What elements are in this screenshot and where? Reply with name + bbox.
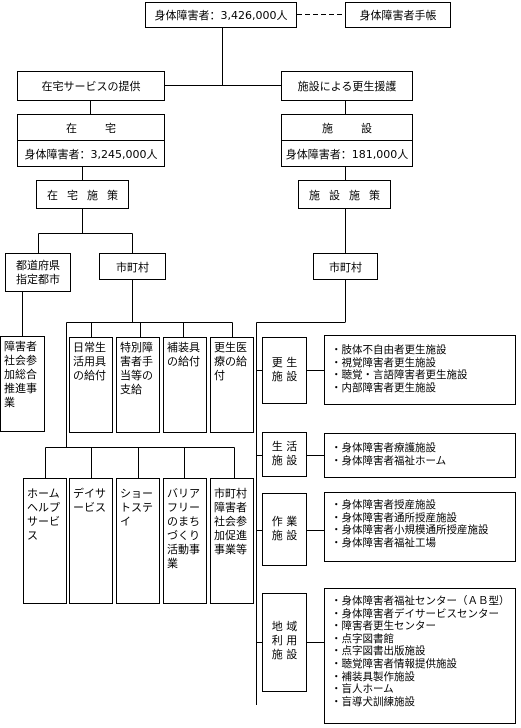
list-item: 身体障害者通所授産施設 (331, 512, 509, 525)
facility-list-rehab: 肢体不自由者更生施設 視覚障害者更生施設 聴覚・言語障害者更生施設 内部障害者更… (324, 335, 516, 405)
home-measures-box: 在宅施策 (36, 180, 129, 209)
list-item: 身体障害者小規模通所授産施設 (331, 524, 509, 537)
category-label-work: 作 業施 設 (271, 515, 298, 542)
service-box-home-help: ホームヘルプサービス (23, 478, 67, 604)
list-item: 聴覚・言語障害者更生施設 (331, 369, 509, 382)
list-item: 身体障害者福祉工場 (331, 537, 509, 550)
home-municipality-box: 市町村 (99, 253, 166, 280)
category-label-community: 地 域利 用施 設 (271, 620, 298, 661)
category-box-work (262, 493, 307, 566)
facility-title: 施設 (282, 115, 412, 141)
benefit-box-special-allowance: 特別障害者手当等の支給 (116, 337, 160, 433)
list-item: 盲人ホーム (331, 683, 509, 696)
category-label-living: 生 活施 設 (271, 440, 298, 467)
facility-rehab-box: 施設による更生援護 (281, 71, 413, 101)
prefecture-program-box: 障害者社会参加総合推進事業 (0, 336, 45, 432)
home-service-box: 在宅サービスの提供 (17, 71, 165, 101)
facility-municipality-box: 市町村 (313, 253, 378, 280)
category-box-rehab (262, 337, 307, 404)
list-item: 内部障害者更生施設 (331, 382, 509, 395)
benefit-box-prosthetics: 補装具の給付 (163, 337, 207, 433)
service-box-barrier-free: バリアフリーのまちづくり活動事業 (163, 478, 207, 604)
total-disabled-box: 身体障害者：3,426,000人 (145, 2, 297, 28)
facility-count: 身体障害者：181,000人 (285, 147, 409, 161)
list-item: 点字図書出版施設 (331, 645, 509, 658)
list-item: 身体障害者療護施設 (331, 442, 509, 455)
list-item: 肢体不自由者更生施設 (331, 344, 509, 357)
facility-box: 施設 身体障害者：181,000人 (281, 114, 413, 167)
list-item: 視覚障害者更生施設 (331, 357, 509, 370)
list-item: 身体障害者授産施設 (331, 499, 509, 512)
prefecture-box: 都道府県指定都市 (5, 253, 71, 292)
facility-measures-box: 施設施策 (298, 180, 391, 209)
service-box-day-service: デイサービス (69, 478, 113, 604)
benefit-box-rehab-medical: 更生医療の給付 (210, 337, 254, 433)
benefit-box-daily-equipment: 日常生活用具の給付 (69, 337, 113, 433)
facility-list-work: 身体障害者授産施設 身体障害者通所授産施設 身体障害者小規模通所授産施設 身体障… (324, 492, 516, 562)
home-box: 在宅 身体障害者：3,245,000人 (17, 114, 165, 167)
home-title: 在宅 (18, 115, 164, 141)
category-box-community (262, 593, 307, 692)
list-item: 障害者更生センター (331, 620, 509, 633)
handbook-box: 身体障害者手帳 (345, 2, 451, 28)
facility-list-living: 身体障害者療護施設 身体障害者福祉ホーム (324, 433, 516, 478)
home-count: 身体障害者：3,245,000人 (24, 147, 158, 161)
list-item: 補装具製作施設 (331, 671, 509, 684)
list-item: 身体障害者デイサービスセンター (331, 608, 509, 621)
category-box-living (262, 432, 307, 477)
facility-list-community: 身体障害者福祉センター（ＡＢ型） 身体障害者デイサービスセンター 障害者更生セン… (324, 588, 516, 724)
list-item: 身体障害者福祉ホーム (331, 455, 509, 468)
list-item: 聴覚障害者情報提供施設 (331, 658, 509, 671)
list-item: 盲導犬訓練施設 (331, 696, 509, 709)
service-box-short-stay: ショートステイ (116, 478, 160, 604)
service-box-social-participation: 市町村障害者社会参加促進事業等 (210, 478, 254, 604)
category-label-rehab: 更 生施 設 (271, 356, 298, 383)
list-item: 身体障害者福祉センター（ＡＢ型） (331, 595, 510, 608)
list-item: 点字図書館 (331, 633, 509, 646)
